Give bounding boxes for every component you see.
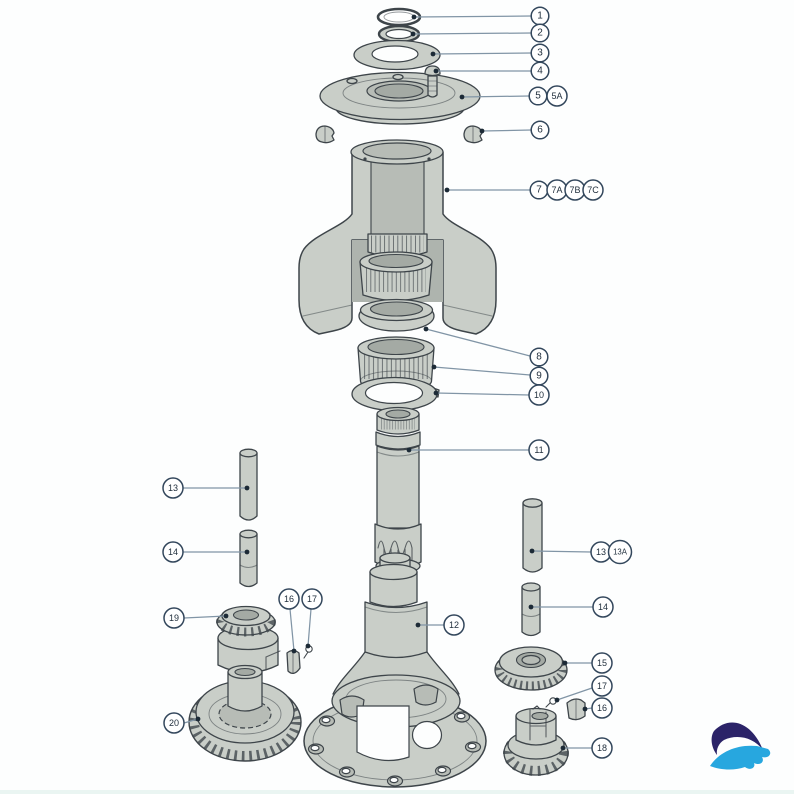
- callout-o-ring-top: 1: [411, 6, 550, 26]
- callout-spur-gear: 15: [562, 652, 613, 674]
- part-washer-10: [351, 376, 440, 412]
- part-spring-17-right: [545, 697, 557, 708]
- svg-text:19: 19: [169, 613, 179, 623]
- part-spacer-ring-8: [358, 298, 435, 332]
- part-pawl-6-right: [463, 125, 483, 144]
- part-pawl-16-right: [566, 698, 586, 721]
- callout-pin-long-right: 13 13A: [529, 539, 633, 565]
- svg-text:2: 2: [537, 28, 543, 39]
- svg-text:13: 13: [596, 547, 606, 557]
- svg-text:5: 5: [535, 91, 541, 102]
- svg-text:11: 11: [534, 445, 543, 455]
- callout-cap-screw: 4: [433, 61, 550, 81]
- callout-keyed-washer: 10: [433, 384, 550, 406]
- svg-text:15: 15: [597, 658, 607, 668]
- part-gear-19: [216, 605, 281, 674]
- part-gear-15: [494, 646, 568, 691]
- part-washer-3: [353, 39, 441, 71]
- svg-text:18: 18: [597, 743, 607, 753]
- part-pin-13-left: [239, 448, 258, 521]
- callout-pawl-left: 16: [278, 588, 300, 654]
- svg-text:6: 6: [537, 125, 543, 136]
- callout-pawl-gear: 18: [560, 737, 613, 759]
- callout-drum: 7 7A 7B 7C: [444, 179, 604, 201]
- callout-ring-gear: 20: [163, 712, 201, 734]
- force4-swoosh-logo: [710, 722, 771, 770]
- svg-text:1: 1: [537, 11, 543, 22]
- svg-text:14: 14: [598, 602, 608, 612]
- svg-text:14: 14: [168, 547, 178, 557]
- part-gear-18: [503, 705, 569, 776]
- part-pin-13-right: [522, 498, 543, 573]
- svg-text:10: 10: [534, 390, 544, 400]
- callout-spacer-ring: 8: [423, 326, 549, 367]
- svg-text:8: 8: [536, 352, 542, 363]
- svg-text:3: 3: [537, 48, 543, 59]
- part-gear-20: [188, 664, 302, 762]
- part-o-ring-2: [377, 24, 421, 44]
- callout-pin-short-right: 14: [528, 596, 614, 618]
- svg-text:16: 16: [597, 703, 607, 713]
- part-stem-base-12: [303, 552, 487, 788]
- callout-o-ring-second: 2: [410, 23, 550, 43]
- svg-text:17: 17: [597, 681, 607, 691]
- svg-text:7A: 7A: [551, 185, 562, 195]
- svg-text:20: 20: [169, 718, 179, 728]
- svg-text:13: 13: [168, 483, 178, 493]
- callout-gear-cluster: 19: [163, 607, 229, 629]
- svg-text:12: 12: [449, 620, 459, 630]
- svg-text:4: 4: [537, 66, 543, 77]
- callout-pin-short-left: 14: [162, 541, 250, 563]
- svg-text:13A: 13A: [613, 548, 628, 557]
- part-pin-14-left: [239, 529, 258, 588]
- callout-top-cap: 5 5A: [459, 85, 568, 107]
- svg-text:5A: 5A: [551, 91, 562, 101]
- part-spindle-11: [374, 406, 422, 574]
- callout-roller-bearing: 9: [431, 364, 549, 386]
- svg-text:7: 7: [536, 185, 542, 196]
- callout-pin-long-left: 13: [162, 477, 250, 499]
- part-screw-4: [424, 65, 441, 98]
- svg-text:17: 17: [307, 594, 317, 604]
- part-drum-7: [298, 139, 497, 335]
- callout-centre-stem-base: 12: [415, 614, 465, 636]
- callout-top-washer: 3: [430, 43, 550, 63]
- part-pawl-16-left: [286, 649, 301, 675]
- callout-pawl-spring-right: 17: [554, 675, 613, 703]
- part-pawl-6-left: [315, 125, 335, 144]
- footer-strip: [0, 790, 794, 794]
- svg-text:7C: 7C: [587, 185, 599, 195]
- callout-pawl-spring-left: 17: [301, 588, 323, 649]
- callout-main-spindle: 11: [406, 439, 550, 461]
- svg-text:7B: 7B: [569, 185, 580, 195]
- svg-text:16: 16: [284, 594, 294, 604]
- callout-top-pawl: 6: [479, 120, 550, 140]
- part-top-cap-5: [319, 71, 481, 125]
- callout-pawl-right: 16: [582, 697, 613, 719]
- svg-text:9: 9: [536, 371, 542, 382]
- part-pin-14-right: [521, 582, 541, 637]
